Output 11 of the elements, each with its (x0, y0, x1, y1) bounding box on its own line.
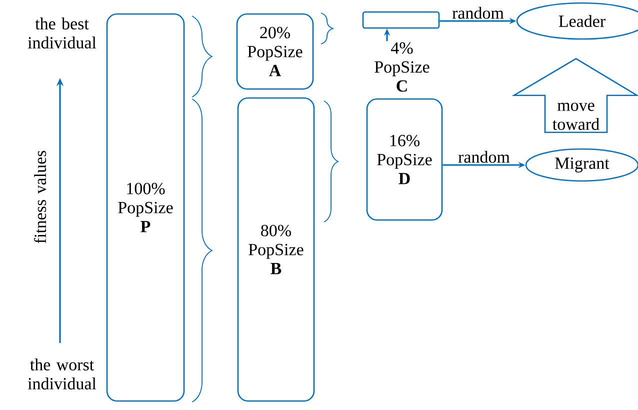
subpopulation-box: 20% PopSize A (236, 13, 314, 90)
edge-label: random (452, 6, 504, 19)
subpopulation-box: 16% PopSize D (366, 98, 443, 221)
edge-label: move toward (552, 102, 600, 130)
small-box (362, 11, 440, 29)
population-box: 100% PopSize P (106, 13, 185, 402)
edge-label: random (458, 150, 510, 163)
block-arrow (512, 58, 638, 133)
group-label: 4% PopSize C (374, 42, 430, 92)
axis-label: fitness values (34, 150, 46, 244)
subpopulation-box: 80% PopSize B (237, 97, 315, 402)
